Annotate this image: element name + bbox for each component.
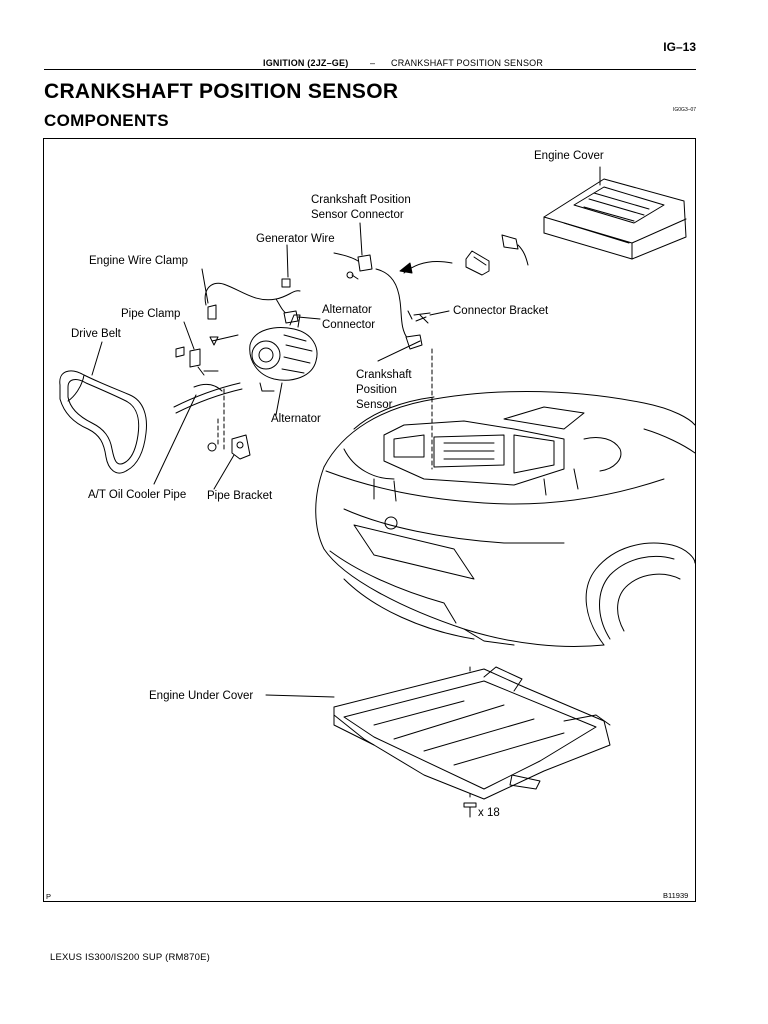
engine-under-cover-illustration — [333, 666, 611, 800]
page-title: CRANKSHAFT POSITION SENSOR — [44, 80, 399, 103]
generator-wire-illustration — [204, 278, 301, 324]
label-ckp-sensor-connector: Crankshaft Position Sensor Connector — [311, 194, 411, 221]
figure-frame — [43, 138, 696, 902]
vehicle-illustration — [315, 391, 695, 647]
label-bolt-count: x 18 — [478, 807, 500, 819]
label-alternator: Alternator — [271, 413, 321, 425]
page-number: IG–13 — [663, 40, 696, 54]
drive-belt-illustration — [59, 370, 147, 474]
label-engine-wire-clamp: Engine Wire Clamp — [89, 255, 189, 267]
engine-cover-illustration — [543, 178, 687, 260]
pipe-assembly-illustration — [173, 348, 251, 460]
figure-corner-mark: P — [46, 892, 52, 901]
components-diagram — [59, 166, 695, 818]
label-at-oil-cooler-pipe: A/T Oil Cooler Pipe — [88, 489, 187, 501]
footer-manual-id: LEXUS IS300/IS200 SUP (RM870E) — [50, 952, 211, 963]
label-pipe-clamp: Pipe Clamp — [121, 308, 181, 320]
alternator-illustration — [249, 314, 318, 392]
label-generator-wire: Generator Wire — [256, 233, 335, 245]
label-drive-belt: Drive Belt — [71, 328, 121, 340]
header-rule — [44, 69, 696, 70]
under-cover-bolt-icon — [463, 802, 477, 818]
figure-id: B11939 — [663, 891, 689, 900]
label-ckp-sensor: Crankshaft Position Sensor — [356, 369, 412, 411]
header-dash: – — [370, 58, 376, 68]
label-alternator-connector: Alternator Connector — [322, 304, 376, 331]
header-section: IGNITION (2JZ–GE) — [263, 58, 349, 68]
label-pipe-bracket: Pipe Bracket — [207, 490, 273, 502]
ckp-connector-illustration — [333, 252, 429, 350]
leader-lines — [91, 166, 601, 698]
section-title: COMPONENTS — [44, 111, 169, 130]
document-code: IG0G3–07 — [673, 107, 697, 113]
bolt-icons — [175, 310, 431, 452]
connector-bracket-illustration — [465, 234, 529, 276]
label-engine-under-cover: Engine Under Cover — [149, 690, 254, 702]
label-connector-bracket: Connector Bracket — [453, 305, 549, 317]
header-subsection: CRANKSHAFT POSITION SENSOR — [391, 58, 544, 68]
label-engine-cover: Engine Cover — [534, 150, 604, 162]
